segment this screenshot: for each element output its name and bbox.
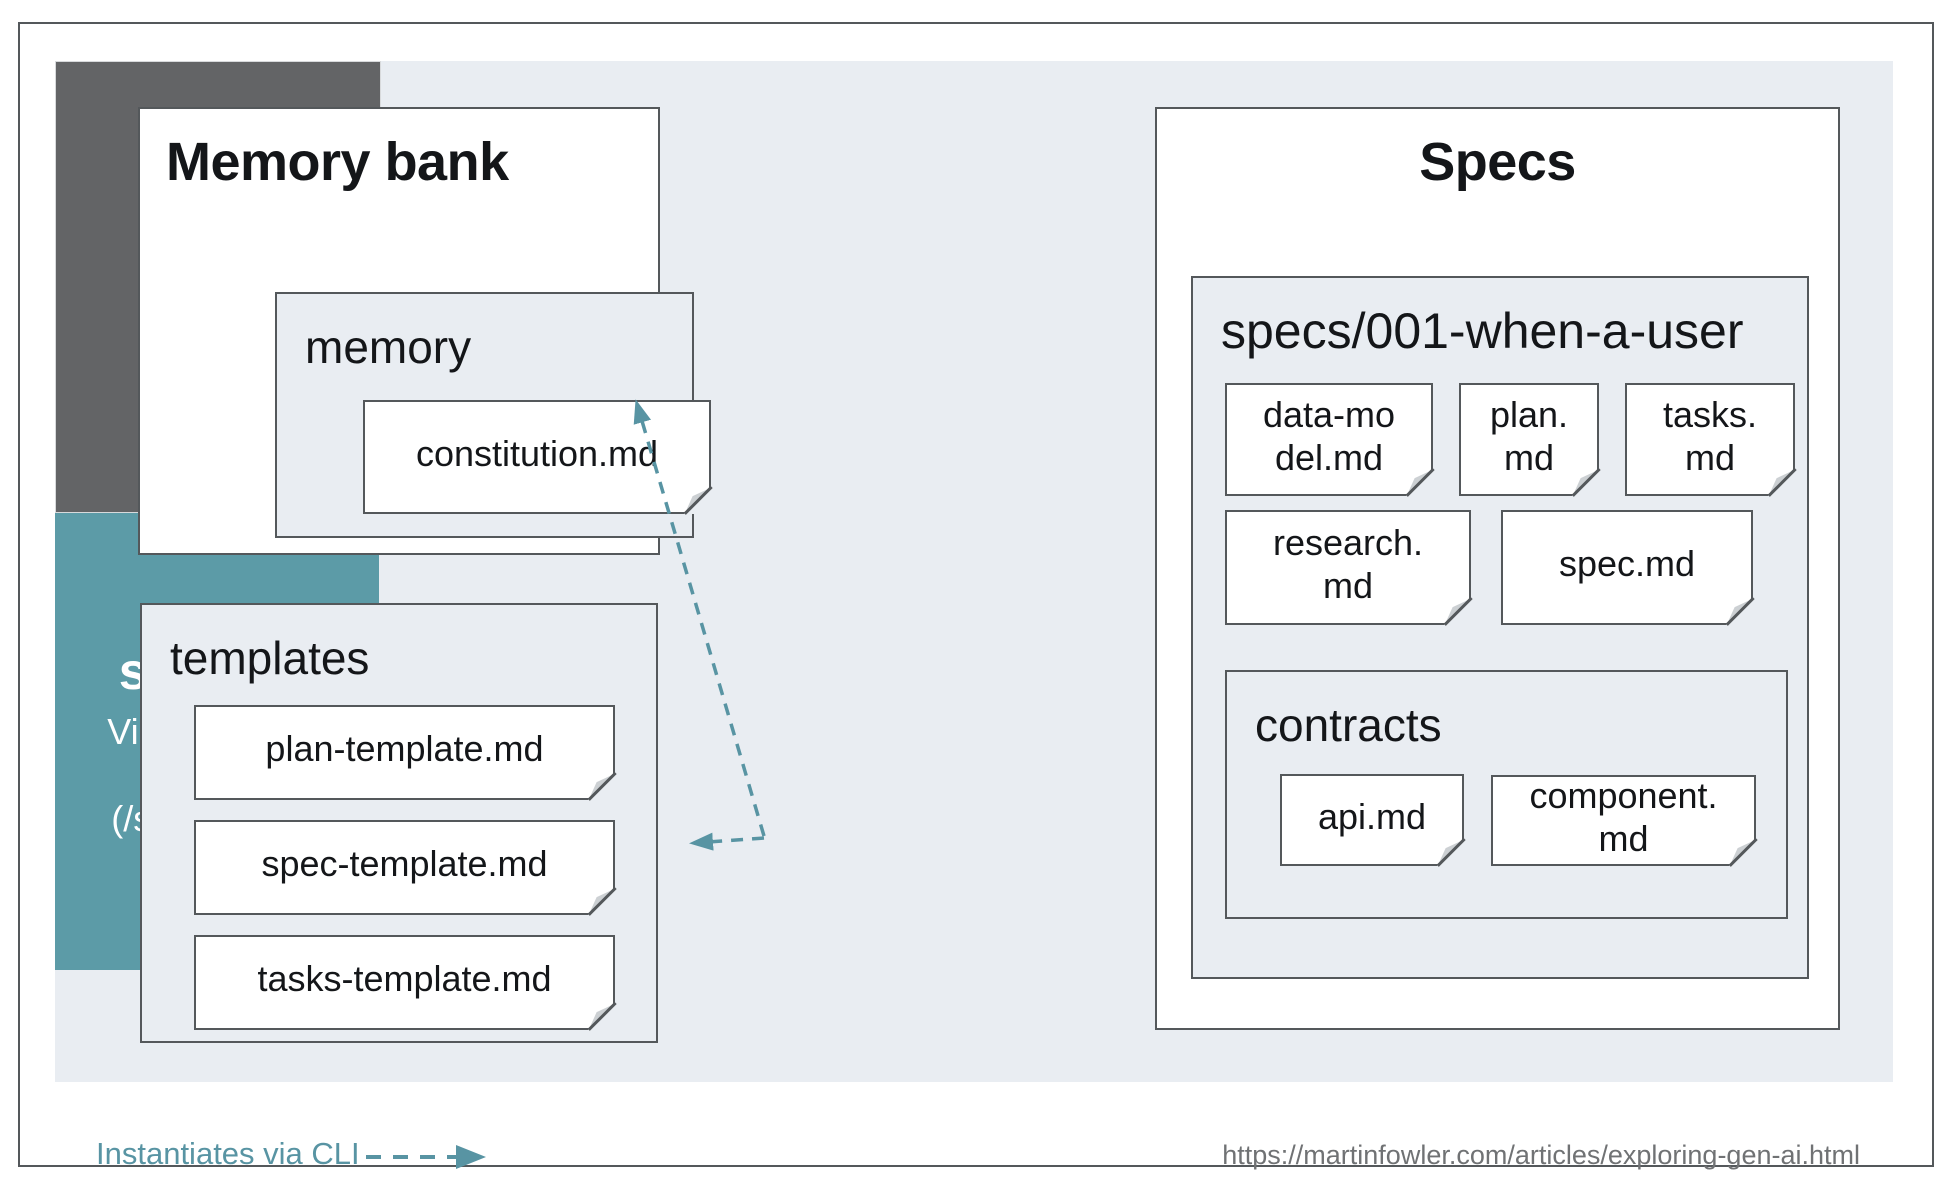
file-card-spec: spec.md: [1501, 510, 1753, 625]
file-card-data-model: data-mo del.md: [1225, 383, 1433, 496]
memory-folder-label: memory: [305, 321, 472, 373]
file-label: research. md: [1272, 522, 1424, 606]
dogear-icon: [684, 487, 711, 514]
file-label: plan. md: [1489, 394, 1569, 478]
file-label: data-mo del.md: [1262, 394, 1396, 478]
dogear-icon: [1729, 839, 1756, 866]
dogear-icon: [1768, 469, 1795, 496]
dogear-icon: [1572, 469, 1599, 496]
templates-box: templates plan-template.md spec-template…: [140, 603, 658, 1043]
dogear-icon: [588, 1003, 615, 1030]
spec-001-title: specs/001-when-a-user: [1221, 303, 1744, 359]
file-card-plan-template: plan-template.md: [194, 705, 615, 800]
memory-bank-title: Memory bank: [166, 132, 509, 192]
file-card-component: component. md: [1491, 775, 1756, 866]
specs-box: Specs specs/001-when-a-user data-mo del.…: [1155, 107, 1840, 1030]
file-label: component. md: [1529, 775, 1718, 859]
file-card-api: api.md: [1280, 774, 1464, 866]
file-label: spec-template.md: [261, 843, 548, 885]
memory-folder-box: memory constitution.md: [275, 292, 711, 538]
diagram-panel: Memory bank memory constitution.md templ…: [55, 61, 1893, 1082]
file-label: constitution.md: [415, 432, 659, 474]
specs-title: Specs: [1419, 132, 1576, 192]
dogear-icon: [1444, 598, 1471, 625]
dogear-icon: [1437, 839, 1464, 866]
file-card-tasks: tasks. md: [1625, 383, 1795, 496]
outer-frame: Memory bank memory constitution.md templ…: [18, 22, 1934, 1171]
dogear-icon: [588, 773, 615, 800]
dogear-icon: [1726, 598, 1753, 625]
source-url: https://martinfowler.com/articles/explor…: [1222, 1140, 1860, 1170]
memory-bank-box: Memory bank memory constitution.md: [138, 107, 711, 555]
dogear-icon: [588, 888, 615, 915]
file-card-constitution: constitution.md: [363, 400, 711, 514]
file-card-research: research. md: [1225, 510, 1471, 625]
dogear-icon: [1406, 469, 1433, 496]
file-label: tasks-template.md: [257, 958, 552, 1000]
file-card-spec-template: spec-template.md: [194, 820, 615, 915]
file-card-tasks-template: tasks-template.md: [194, 935, 615, 1030]
contracts-label: contracts: [1255, 699, 1442, 751]
spec-001-folder-box: specs/001-when-a-user data-mo del.md pla…: [1191, 276, 1809, 979]
file-label: tasks. md: [1662, 394, 1758, 478]
file-label: spec.md: [1558, 543, 1696, 585]
contracts-box: contracts api.md component. md: [1225, 670, 1788, 919]
file-label: plan-template.md: [265, 728, 544, 770]
file-label: api.md: [1317, 795, 1427, 837]
file-card-plan: plan. md: [1459, 383, 1599, 496]
legend-label: Instantiates via CLI: [96, 1136, 360, 1171]
templates-label: templates: [170, 632, 370, 684]
